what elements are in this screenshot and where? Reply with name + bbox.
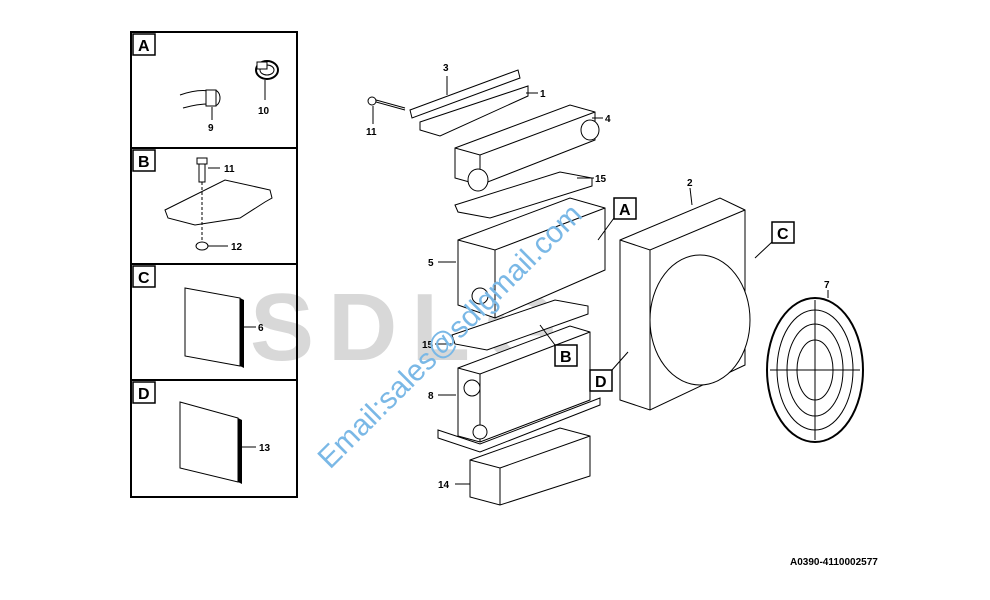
- svg-text:A: A: [619, 202, 631, 219]
- gasket-part-15-top: 15: [454, 171, 607, 219]
- panel-b-label-11: 11: [224, 164, 235, 175]
- detail-panel-a: A 9 10: [132, 33, 279, 134]
- panel-d-letter: D: [138, 386, 150, 403]
- label-4: 4: [605, 114, 611, 125]
- callout-c: C: [754, 221, 795, 259]
- foam-part-14: 14: [438, 427, 591, 506]
- label-1: 1: [540, 89, 546, 100]
- callout-a: A: [597, 197, 637, 241]
- plate-part-1: 1: [419, 85, 546, 137]
- bolt-part-11: 11: [366, 96, 406, 138]
- panel-a-letter: A: [138, 38, 150, 55]
- fan-guard-part-7: 7: [766, 280, 864, 443]
- callout-b: B: [539, 324, 578, 367]
- panel-d-label-13: 13: [259, 443, 271, 454]
- top-tank-part-4: 4: [454, 104, 611, 192]
- label-11: 11: [366, 127, 377, 138]
- panel-c-letter: C: [138, 270, 150, 287]
- panel-b-letter: B: [138, 154, 150, 171]
- label-15-top: 15: [595, 174, 607, 185]
- detail-panel-c: C 6: [132, 265, 264, 368]
- label-14: 14: [438, 480, 450, 491]
- detail-panel-b: B 11 12: [132, 149, 273, 253]
- svg-text:C: C: [777, 226, 789, 243]
- panel-a-label-10: 10: [258, 106, 270, 117]
- label-8: 8: [428, 391, 434, 402]
- reference-code: A0390-4110002577: [790, 557, 878, 568]
- gasket-part-15-bottom: 15: [422, 299, 589, 351]
- detail-panels: A 9 10 B 11: [130, 31, 298, 498]
- callout-d: D: [589, 351, 629, 392]
- label-15-bottom: 15: [422, 340, 434, 351]
- svg-text:D: D: [595, 374, 607, 391]
- label-5: 5: [428, 258, 434, 269]
- svg-text:B: B: [560, 349, 572, 366]
- core-part-5: 5: [428, 197, 606, 319]
- plate-part-3: 3: [409, 63, 521, 119]
- label-2: 2: [687, 178, 693, 189]
- panel-b-label-12: 12: [231, 242, 243, 253]
- exploded-view: 11 3 1 4 15: [366, 63, 864, 506]
- panel-c-label-6: 6: [258, 323, 264, 334]
- shroud-part-2: 2: [619, 178, 751, 411]
- label-3: 3: [443, 63, 449, 74]
- detail-panel-d: D 13: [132, 381, 271, 484]
- panel-a-label-9: 9: [208, 123, 214, 134]
- label-7: 7: [824, 280, 830, 291]
